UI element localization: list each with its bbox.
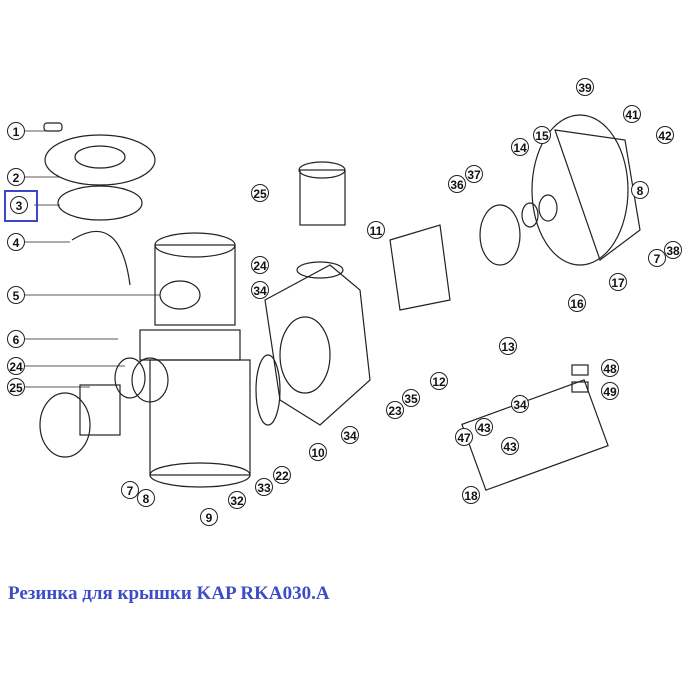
part-label-17[interactable]: 17 (609, 273, 627, 291)
part-label-49[interactable]: 49 (601, 382, 619, 400)
part-label-7[interactable]: 7 (121, 481, 139, 499)
part-label-43[interactable]: 43 (475, 418, 493, 436)
part-label-36[interactable]: 36 (448, 175, 466, 193)
part-label-4[interactable]: 4 (7, 233, 25, 251)
part-label-13[interactable]: 13 (499, 337, 517, 355)
part-label-1[interactable]: 1 (7, 122, 25, 140)
strainer-body (39, 232, 251, 488)
leader-lines (25, 130, 160, 388)
part-label-38[interactable]: 38 (664, 241, 682, 259)
part-label-41[interactable]: 41 (623, 105, 641, 123)
part-label-12[interactable]: 12 (430, 372, 448, 390)
part-label-37[interactable]: 37 (465, 165, 483, 183)
selected-part-highlight (4, 190, 38, 222)
clamp (71, 230, 131, 286)
part-label-8[interactable]: 8 (631, 181, 649, 199)
part-label-14[interactable]: 14 (511, 138, 529, 156)
part-label-25[interactable]: 25 (251, 184, 269, 202)
part-label-2[interactable]: 2 (7, 168, 25, 186)
part-label-25[interactable]: 25 (7, 378, 25, 396)
lid (43, 122, 156, 186)
pump-housing (255, 161, 371, 426)
part-label-7[interactable]: 7 (648, 249, 666, 267)
part-label-48[interactable]: 48 (601, 359, 619, 377)
motor-parts (389, 114, 641, 491)
part-label-34[interactable]: 34 (251, 281, 269, 299)
part-label-23[interactable]: 23 (386, 401, 404, 419)
part-label-24[interactable]: 24 (251, 256, 269, 274)
part-label-3[interactable]: 3 (10, 196, 28, 214)
part-label-24[interactable]: 24 (7, 357, 25, 375)
part-label-11[interactable]: 11 (367, 221, 385, 239)
part-label-16[interactable]: 16 (568, 294, 586, 312)
part-label-6[interactable]: 6 (7, 330, 25, 348)
part-label-33[interactable]: 33 (255, 478, 273, 496)
part-label-9[interactable]: 9 (200, 508, 218, 526)
part-label-15[interactable]: 15 (533, 126, 551, 144)
part-label-34[interactable]: 34 (341, 426, 359, 444)
part-label-42[interactable]: 42 (656, 126, 674, 144)
part-label-8[interactable]: 8 (137, 489, 155, 507)
part-title: Резинка для крышки KAP RKA030.A (8, 583, 330, 604)
part-label-39[interactable]: 39 (576, 78, 594, 96)
part-label-43[interactable]: 43 (501, 437, 519, 455)
part-label-10[interactable]: 10 (309, 443, 327, 461)
part-label-22[interactable]: 22 (273, 466, 291, 484)
lid-oring (57, 185, 143, 221)
part-label-34[interactable]: 34 (511, 395, 529, 413)
part-label-35[interactable]: 35 (402, 389, 420, 407)
part-label-47[interactable]: 47 (455, 428, 473, 446)
part-label-18[interactable]: 18 (462, 486, 480, 504)
part-label-32[interactable]: 32 (228, 491, 246, 509)
part-label-5[interactable]: 5 (7, 286, 25, 304)
